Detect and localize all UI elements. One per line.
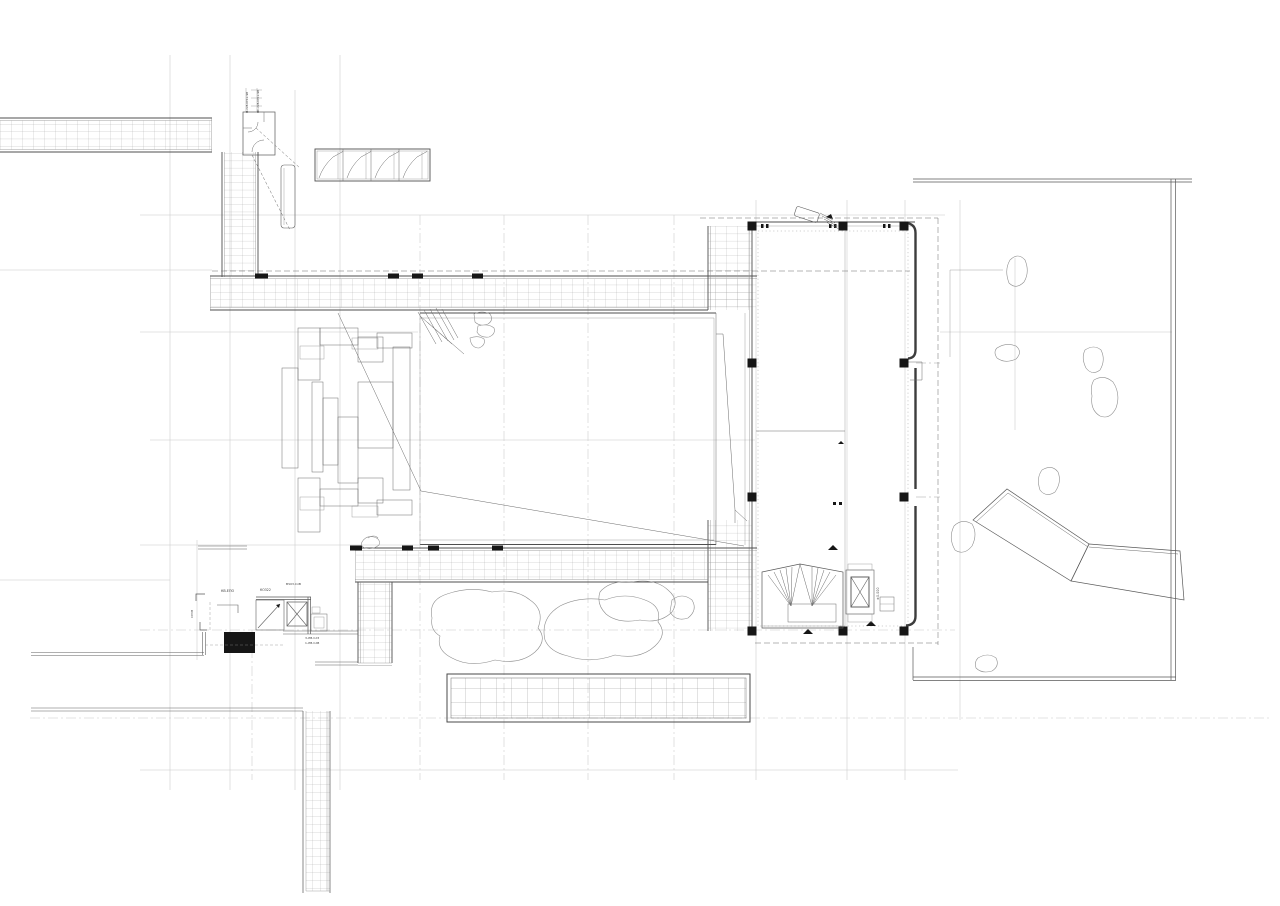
stair-note-2: НС-228.0УС2.9В [256,90,260,113]
room-label-3: ВЧ03.СлВ [286,582,301,586]
plaza-boundary [31,630,358,712]
landscape-rocks [431,580,695,664]
stair-note-1: Н-228.0УС2.9В [245,92,249,113]
stair-core [761,545,876,634]
room-label-6: 1-ЛВ.СлВ [305,641,319,645]
pavilion-columns [747,221,909,636]
door-tick-marks [761,224,891,505]
room-label-5: 3-ЛВ.СлЗ [305,636,319,640]
rooftop-object [794,206,840,230]
louver-screen [314,148,431,182]
west-service-module: КВ.ЕПО КО322 ВЧ03.СлВ СУ3Л 3-ЛВ.СлЗ 1-ЛВ… [190,545,328,653]
elevator-east: ±0.000 [845,563,895,623]
central-hall [337,307,748,547]
column-grid-lines [0,55,1270,790]
lower-walkway [350,535,757,666]
east-terrace [912,178,1192,681]
boardwalk-steps [972,488,1185,601]
stair-note-block: Н-228.0УС2.9В НС-228.0УС2.9В [245,88,262,113]
room-label-4: СУ3Л [190,610,194,618]
upper-walkway [210,270,910,311]
pergola-trellis [446,673,751,723]
room-label-1: КВ.ЕПО [221,589,235,593]
south-walkway-strip [302,711,331,893]
room-label-2: КО322 [260,588,271,592]
northwest-walkway [0,111,301,277]
level-marker: ±0.000 [876,587,880,600]
roof-structure-cluster [281,327,413,533]
